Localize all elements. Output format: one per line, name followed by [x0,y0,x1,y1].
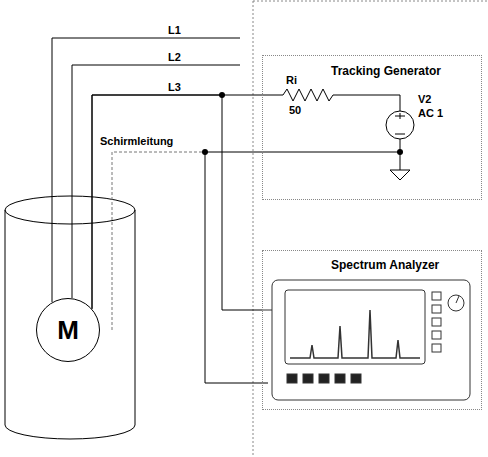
shield-wire [112,152,205,330]
junction-dot [397,149,403,155]
analyzer-device [262,280,470,400]
component-label: Ri [286,74,297,86]
wire-label: L1 [168,24,181,36]
wire-label: L3 [168,81,181,93]
generator-circuit [262,89,414,180]
box-heading: Spectrum Analyzer [331,258,439,272]
shield-wire [205,152,268,383]
device-frame [253,1,488,457]
motor-housing [5,196,135,439]
motor-symbol-text: M [57,315,79,346]
junction-dot [202,149,208,155]
wire-label: Schirmleitung [100,135,173,147]
wire-l3 [92,95,262,309]
shield-wire [205,152,400,153]
wire-label: L2 [168,51,181,63]
motor-circle: M [36,298,100,362]
box-heading: Tracking Generator [331,64,441,78]
wire-l1 [52,38,240,302]
component-value: 50 [289,104,301,116]
wire-l2 [72,65,240,298]
analyzer-box: Spectrum Analyzer [262,250,482,410]
component-value: AC 1 [418,107,443,119]
wire-l3 [92,95,262,310]
component-label: V2 [418,93,431,105]
